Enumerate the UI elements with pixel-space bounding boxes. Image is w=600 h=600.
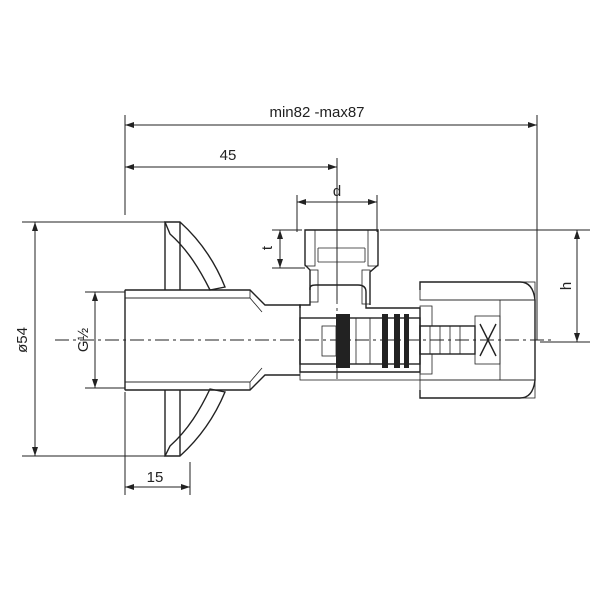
valve-body [124,221,536,457]
overall-length-label: min82 -max87 [269,104,364,121]
dimension-rosette-diameter: ø54 [14,221,180,457]
rosette-plate [163,221,226,291]
dimension-thread-depth: t [259,229,305,269]
axis-distance-label: 45 [220,147,237,164]
outlet-height-label: h [558,282,575,290]
centre-lines [55,215,555,380]
thread-depth-label: t [259,245,276,250]
dimension-outlet-diameter: d [296,183,378,232]
dimension-overall-length: min82 -max87 [124,104,538,340]
dimension-axis-distance: 45 [125,147,338,300]
thread-length-label: 15 [147,469,164,486]
dimension-thread-length: 15 [124,392,191,495]
dimension-outlet-height: h [380,229,590,343]
outlet-diameter-label: d [333,183,341,200]
rosette-diameter-label: ø54 [14,327,31,353]
